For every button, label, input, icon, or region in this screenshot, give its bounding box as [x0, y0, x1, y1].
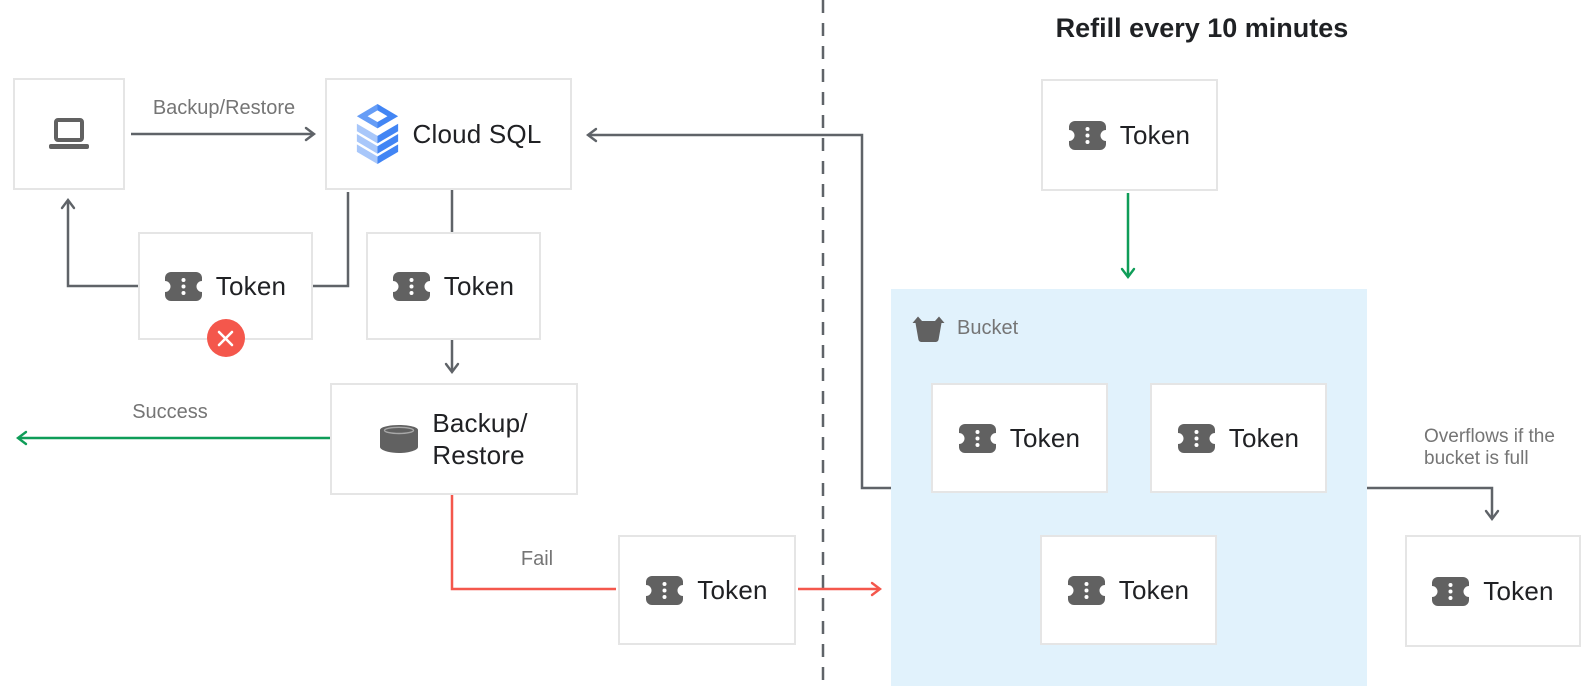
database-icon [380, 425, 419, 453]
token-icon [958, 423, 996, 453]
token-label: Token [1119, 119, 1191, 150]
token-icon [646, 575, 684, 605]
token-icon [1068, 120, 1106, 150]
token-label: Token [443, 270, 515, 301]
token-label: Token [697, 574, 768, 605]
token-node-refill: Token [1041, 79, 1218, 191]
arrow-overflow [1367, 486, 1500, 521]
error-badge [206, 319, 245, 357]
success-label: Success [132, 401, 208, 423]
bucket-label: Bucket [957, 316, 1019, 339]
token-icon [392, 271, 430, 301]
bucket-caption: Bucket [911, 314, 1018, 342]
token-node-bucket-3: Token [1040, 535, 1217, 645]
token-label: Token [1483, 575, 1554, 606]
token-node-cloudsql: Token [366, 232, 541, 340]
line-fail [450, 495, 616, 591]
backup-restore-label: Backup/ Restore [432, 408, 528, 470]
diagram-title: Refill every 10 minutes [1055, 13, 1349, 43]
token-label: Token [1009, 422, 1081, 453]
bucket-icon [911, 314, 946, 342]
token-node-fail: Token [618, 535, 796, 645]
token-icon [164, 271, 202, 301]
cloud-sql-icon [356, 104, 399, 164]
backup-restore-node: Backup/ Restore [330, 383, 578, 495]
token-icon [1177, 423, 1215, 453]
backup-restore-arrow-label: Backup/Restore [152, 97, 296, 119]
overflow-label: Overflows if the bucket is full [1424, 426, 1555, 469]
token-label: Token [1228, 422, 1300, 453]
arrow-bucket-to-cloudsql [586, 127, 891, 490]
token-node-bucket-2: Token [1150, 383, 1327, 493]
cloud-sql-label: Cloud SQL [412, 118, 542, 149]
cloud-sql-node: Cloud SQL [325, 78, 572, 190]
laptop-icon [48, 117, 90, 151]
token-label: Token [1118, 574, 1190, 605]
token-node-overflow: Token [1405, 535, 1581, 647]
token-node-client: Token [138, 232, 313, 357]
token-icon [1067, 575, 1105, 605]
token-label: Token [215, 270, 287, 301]
fail-label: Fail [520, 548, 554, 570]
client-node [13, 78, 125, 190]
token-node-bucket-1: Token [931, 383, 1108, 493]
line-token-to-cloudsql [313, 192, 350, 288]
token-icon [1432, 576, 1470, 606]
arrow-token-to-client [60, 198, 138, 288]
